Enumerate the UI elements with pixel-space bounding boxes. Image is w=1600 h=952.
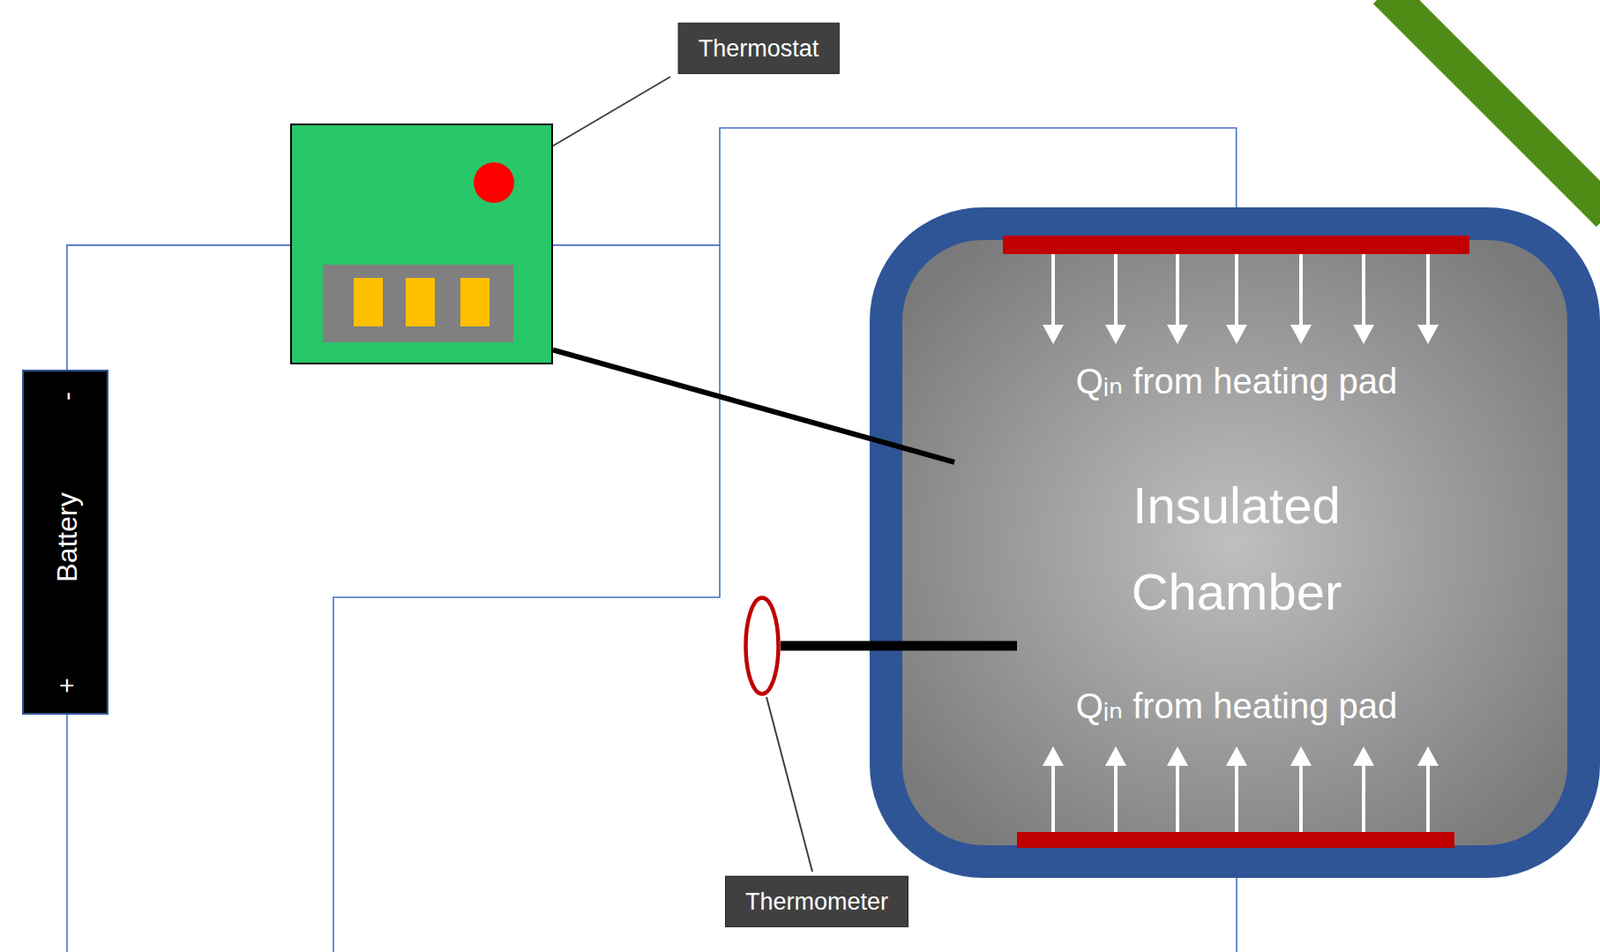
wire [67, 245, 291, 370]
heat-arrowhead [1166, 746, 1189, 766]
wire [66, 714, 68, 952]
corner-stripe [1385, 0, 1600, 215]
heat-arrowhead [1353, 324, 1375, 344]
battery: - Battery + [22, 369, 109, 715]
thermostat-unit: Thermostat [290, 123, 554, 365]
insulated-chamber-shape [869, 207, 1600, 878]
sensor-lead [553, 350, 955, 463]
heat-arrow [1234, 254, 1239, 328]
heat-arrowhead [1290, 746, 1312, 766]
heat-arrowhead [1290, 324, 1312, 344]
wire [1235, 877, 1238, 952]
heat-arrowhead [1042, 746, 1064, 766]
heat-arrow [1361, 762, 1366, 832]
heat-arrowhead [1226, 746, 1248, 766]
heat-arrowhead [1105, 324, 1127, 344]
heat-flow-label: Qᵢₙ from heating pad [1076, 359, 1399, 403]
heating-pad [1016, 831, 1455, 848]
heat-arrow [1299, 254, 1303, 328]
leader-line [545, 76, 671, 150]
chamber-label: Insulated Chamber [1091, 462, 1383, 636]
thermometer: Thermometer [743, 595, 781, 696]
thermometer-bulb [746, 598, 779, 695]
display-segment [460, 277, 490, 327]
heat-arrow [1051, 762, 1055, 832]
thermometer-shape [743, 595, 781, 696]
callout-label: Thermostat [678, 22, 840, 75]
heat-arrow [1361, 254, 1366, 328]
wire [553, 127, 1237, 246]
terminal-sign: - [51, 391, 83, 401]
heat-arrow [1114, 254, 1118, 328]
heat-arrow [1051, 254, 1055, 328]
thermostat-body [291, 124, 553, 364]
heat-flow-label: Qᵢₙ from heating pad [1076, 684, 1399, 727]
heat-arrow [1175, 254, 1180, 328]
heat-arrowhead [1417, 746, 1439, 766]
insulated-chamber: Qᵢₙ from heating padInsulated ChamberQᵢₙ… [869, 207, 1600, 878]
heat-arrowhead [1226, 324, 1248, 344]
heat-arrow [1114, 762, 1118, 832]
heat-arrowhead [1042, 324, 1064, 344]
chamber-wall [886, 224, 1585, 862]
heat-arrow [1234, 762, 1239, 832]
thermometer-probe [780, 641, 1017, 651]
callout-label: Thermometer [725, 875, 909, 928]
battery-label: Battery [50, 492, 84, 582]
leader-line [766, 696, 813, 872]
heat-arrowhead [1353, 746, 1375, 766]
heat-arrow [1426, 254, 1430, 328]
heat-arrow [1426, 762, 1430, 832]
display-panel [322, 264, 514, 343]
heat-arrow [1299, 762, 1303, 832]
display-segment [353, 277, 383, 327]
indicator-led [473, 162, 515, 203]
display-segment [405, 277, 435, 327]
heating-pad [1002, 235, 1470, 255]
terminal-sign: + [51, 677, 83, 694]
heat-arrowhead [1417, 324, 1439, 344]
heat-arrowhead [1105, 746, 1127, 766]
heat-arrowhead [1166, 324, 1189, 344]
heat-arrow [1175, 762, 1180, 832]
thermostat-unit-shape [290, 123, 554, 365]
